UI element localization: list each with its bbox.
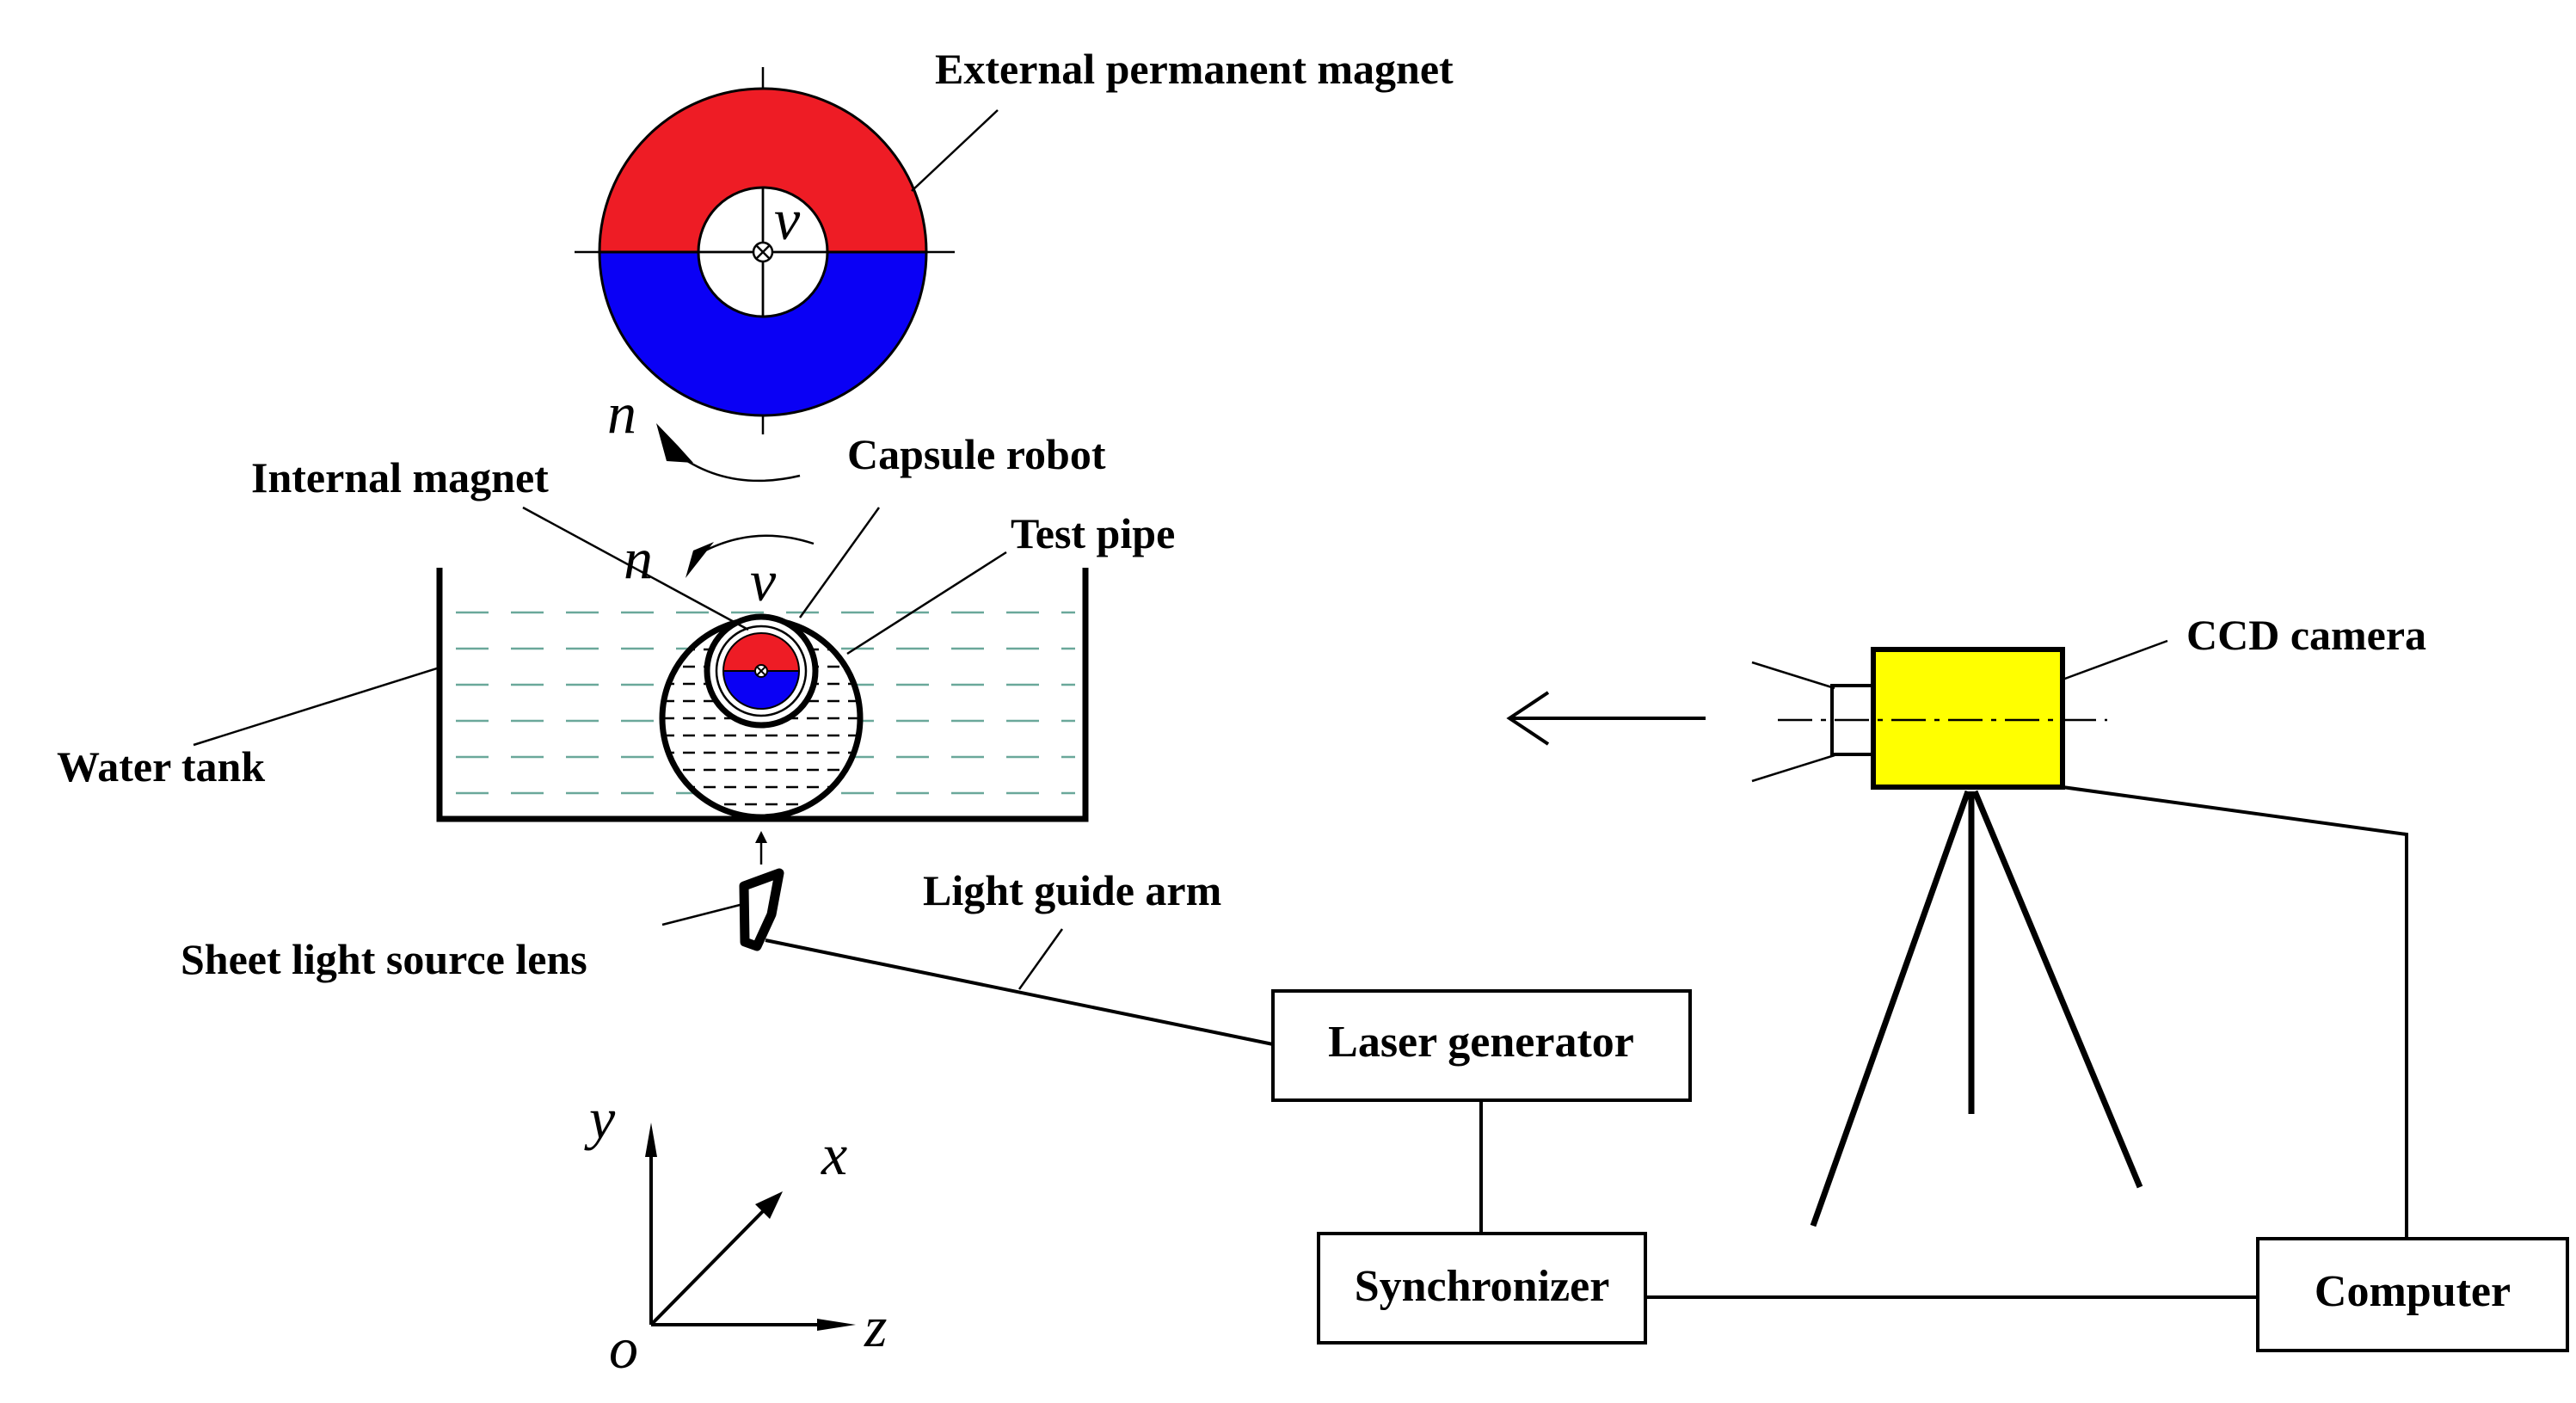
rotation-arrowhead-tank-icon: [685, 542, 714, 578]
x-axis-arrowhead-icon: [755, 1191, 783, 1219]
z-axis-arrowhead-icon: [817, 1319, 856, 1331]
external-magnet-label: External permanent magnet: [935, 45, 1454, 93]
sheet-light-lens-icon: [739, 868, 784, 951]
camera-body: [1871, 647, 2065, 790]
capsule-robot-label: Capsule robot: [847, 430, 1106, 478]
y-axis-arrowhead-icon: [645, 1123, 657, 1157]
water-tank-label: Water tank: [57, 742, 265, 791]
computer-box: [2256, 1237, 2569, 1352]
x-axis-label: x: [821, 1122, 847, 1187]
test-pipe-label: Test pipe: [1011, 509, 1175, 557]
computer-label: Computer: [2315, 1267, 2511, 1316]
sheet-light-lens-label: Sheet light source lens: [181, 935, 587, 983]
coordinate-axes: [645, 1123, 856, 1331]
water-surface-dashes: [456, 611, 1075, 795]
capsule-robot: [704, 613, 819, 729]
synchronizer-label: Synchronizer: [1355, 1262, 1610, 1311]
external-magnet-north-half: [598, 87, 928, 254]
rotation-symbol-tank: n: [624, 526, 653, 591]
internal-magnet-south-half: [722, 670, 801, 710]
external-magnet-south-half: [598, 250, 928, 417]
ccd-camera-label: CCD camera: [2186, 611, 2426, 659]
synchronizer-box: [1317, 1232, 1647, 1345]
internal-magnet-north-half: [722, 632, 801, 672]
z-axis-label: z: [864, 1294, 887, 1359]
rotation-arrowhead-icon: [656, 423, 693, 463]
rotation-symbol-top: n: [607, 380, 636, 446]
velocity-symbol-tank: v: [750, 548, 777, 613]
laser-generator-label: Laser generator: [1328, 1018, 1634, 1067]
y-axis-label: y: [584, 1086, 616, 1151]
light-up-arrowhead-icon: [755, 831, 767, 843]
origin-label: o: [609, 1315, 638, 1381]
velocity-symbol-top: v: [774, 187, 801, 252]
internal-magnet-label: Internal magnet: [251, 453, 549, 502]
external-magnet: [575, 67, 955, 434]
ccd-camera: [1751, 647, 2143, 1228]
light-guide-arm-label: Light guide arm: [923, 866, 1221, 914]
